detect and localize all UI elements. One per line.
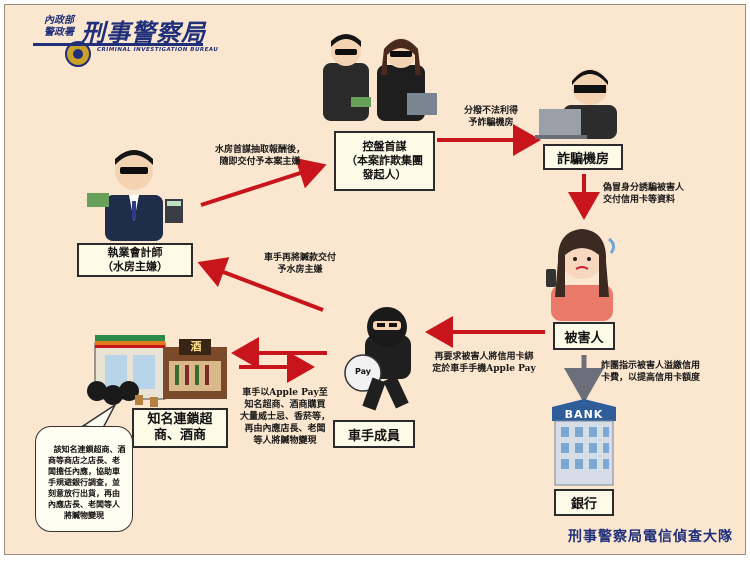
edge-label-victim-to-runner: 再要求被害人將信用卡綁 定於車手手機Apple Pay: [432, 352, 536, 374]
bank-illustration: [552, 399, 616, 486]
runner-illustration: [344, 307, 411, 411]
footer-unit-name: 刑事警察局電信偵查大隊: [568, 529, 733, 545]
store-illustration: [87, 335, 227, 407]
mastermind-illustration: [323, 34, 437, 121]
store-collusion-callout-text: 該知名連鎖超商、酒 商等商店之店長、老 闆擔任內應，協助車 手規避銀行調查，並 …: [48, 444, 126, 520]
victim-illustration: [546, 229, 616, 321]
node-mastermind-label: 控盤首謀 （本案詐欺集團 發起人）: [346, 140, 423, 181]
edge-label-runner-to-accountant: 車手再將贓款交付 予水房主嫌: [263, 253, 336, 275]
edge-label-mastermind-to-office: 分撥不法利得 予詐騙機房: [463, 106, 518, 128]
bureau-underline: [33, 43, 203, 46]
callout-pointer: [80, 402, 117, 429]
accountant-illustration: [87, 150, 183, 241]
bank-sign: BANK: [564, 408, 604, 421]
node-bank: 銀行: [554, 489, 614, 516]
node-victim: 被害人: [553, 322, 615, 350]
store-collusion-callout: 該知名連鎖超商、酒 商等商店之店長、老 闆擔任內應，協助車 手規避銀行調查，並 …: [35, 426, 133, 532]
apple-pay-label: Pay: [354, 367, 371, 376]
arrow-accountant-to-mastermind: [200, 157, 327, 207]
edge-label-office-to-victim: 偽冒身分誘騙被害人 交付信用卡等資料: [603, 183, 685, 205]
arrow-runner-to-accountant: [197, 257, 324, 312]
agency-line-2: 警政署: [44, 27, 74, 38]
agency-line-1: 內政部: [44, 15, 74, 26]
wine-shop-sign: 酒: [190, 340, 202, 353]
edge-label-runner-to-stores: 車手以Apple Pay至 知名超商、酒商購買 大量威士忌、香菸等， 再由內應店…: [239, 388, 330, 446]
node-stores: 知名連鎖超 商、酒商: [132, 408, 228, 448]
node-accountant-label: 執業會計師 （水房主嫌）: [102, 246, 168, 273]
edge-label-accountant-to-mastermind: 水房首謀抽取報酬後， 隨即交付予本案主嫌: [214, 145, 305, 167]
node-victim-label: 被害人: [564, 330, 604, 346]
node-runner: 車手成員: [333, 420, 415, 448]
node-mastermind: 控盤首謀 （本案詐欺集團 發起人）: [334, 131, 435, 191]
node-fraud-office: 詐騙機房: [543, 144, 623, 170]
bureau-title: 刑事警察局: [81, 18, 206, 47]
node-bank-label: 銀行: [570, 497, 597, 512]
node-stores-label: 知名連鎖超 商、酒商: [147, 412, 213, 443]
diagram-graphics: [80, 34, 617, 486]
agency-name: 內政部 警政署: [37, 15, 81, 39]
edge-label-victim-to-bank: 詐團指示被害人溢繳信用 卡費，以提高信用卡額度: [601, 361, 701, 383]
node-fraud-office-label: 詐騙機房: [556, 151, 609, 167]
hacker-illustration: [535, 69, 617, 139]
bureau-subtitle: CRIMINAL INVESTIGATION BUREAU: [97, 47, 219, 53]
diagram-canvas: 內政部 警政署 刑事警察局 CRIMINAL INVESTIGATION BUR…: [4, 4, 746, 555]
node-accountant: 執業會計師 （水房主嫌）: [77, 243, 193, 277]
node-runner-label: 車手成員: [347, 428, 400, 444]
